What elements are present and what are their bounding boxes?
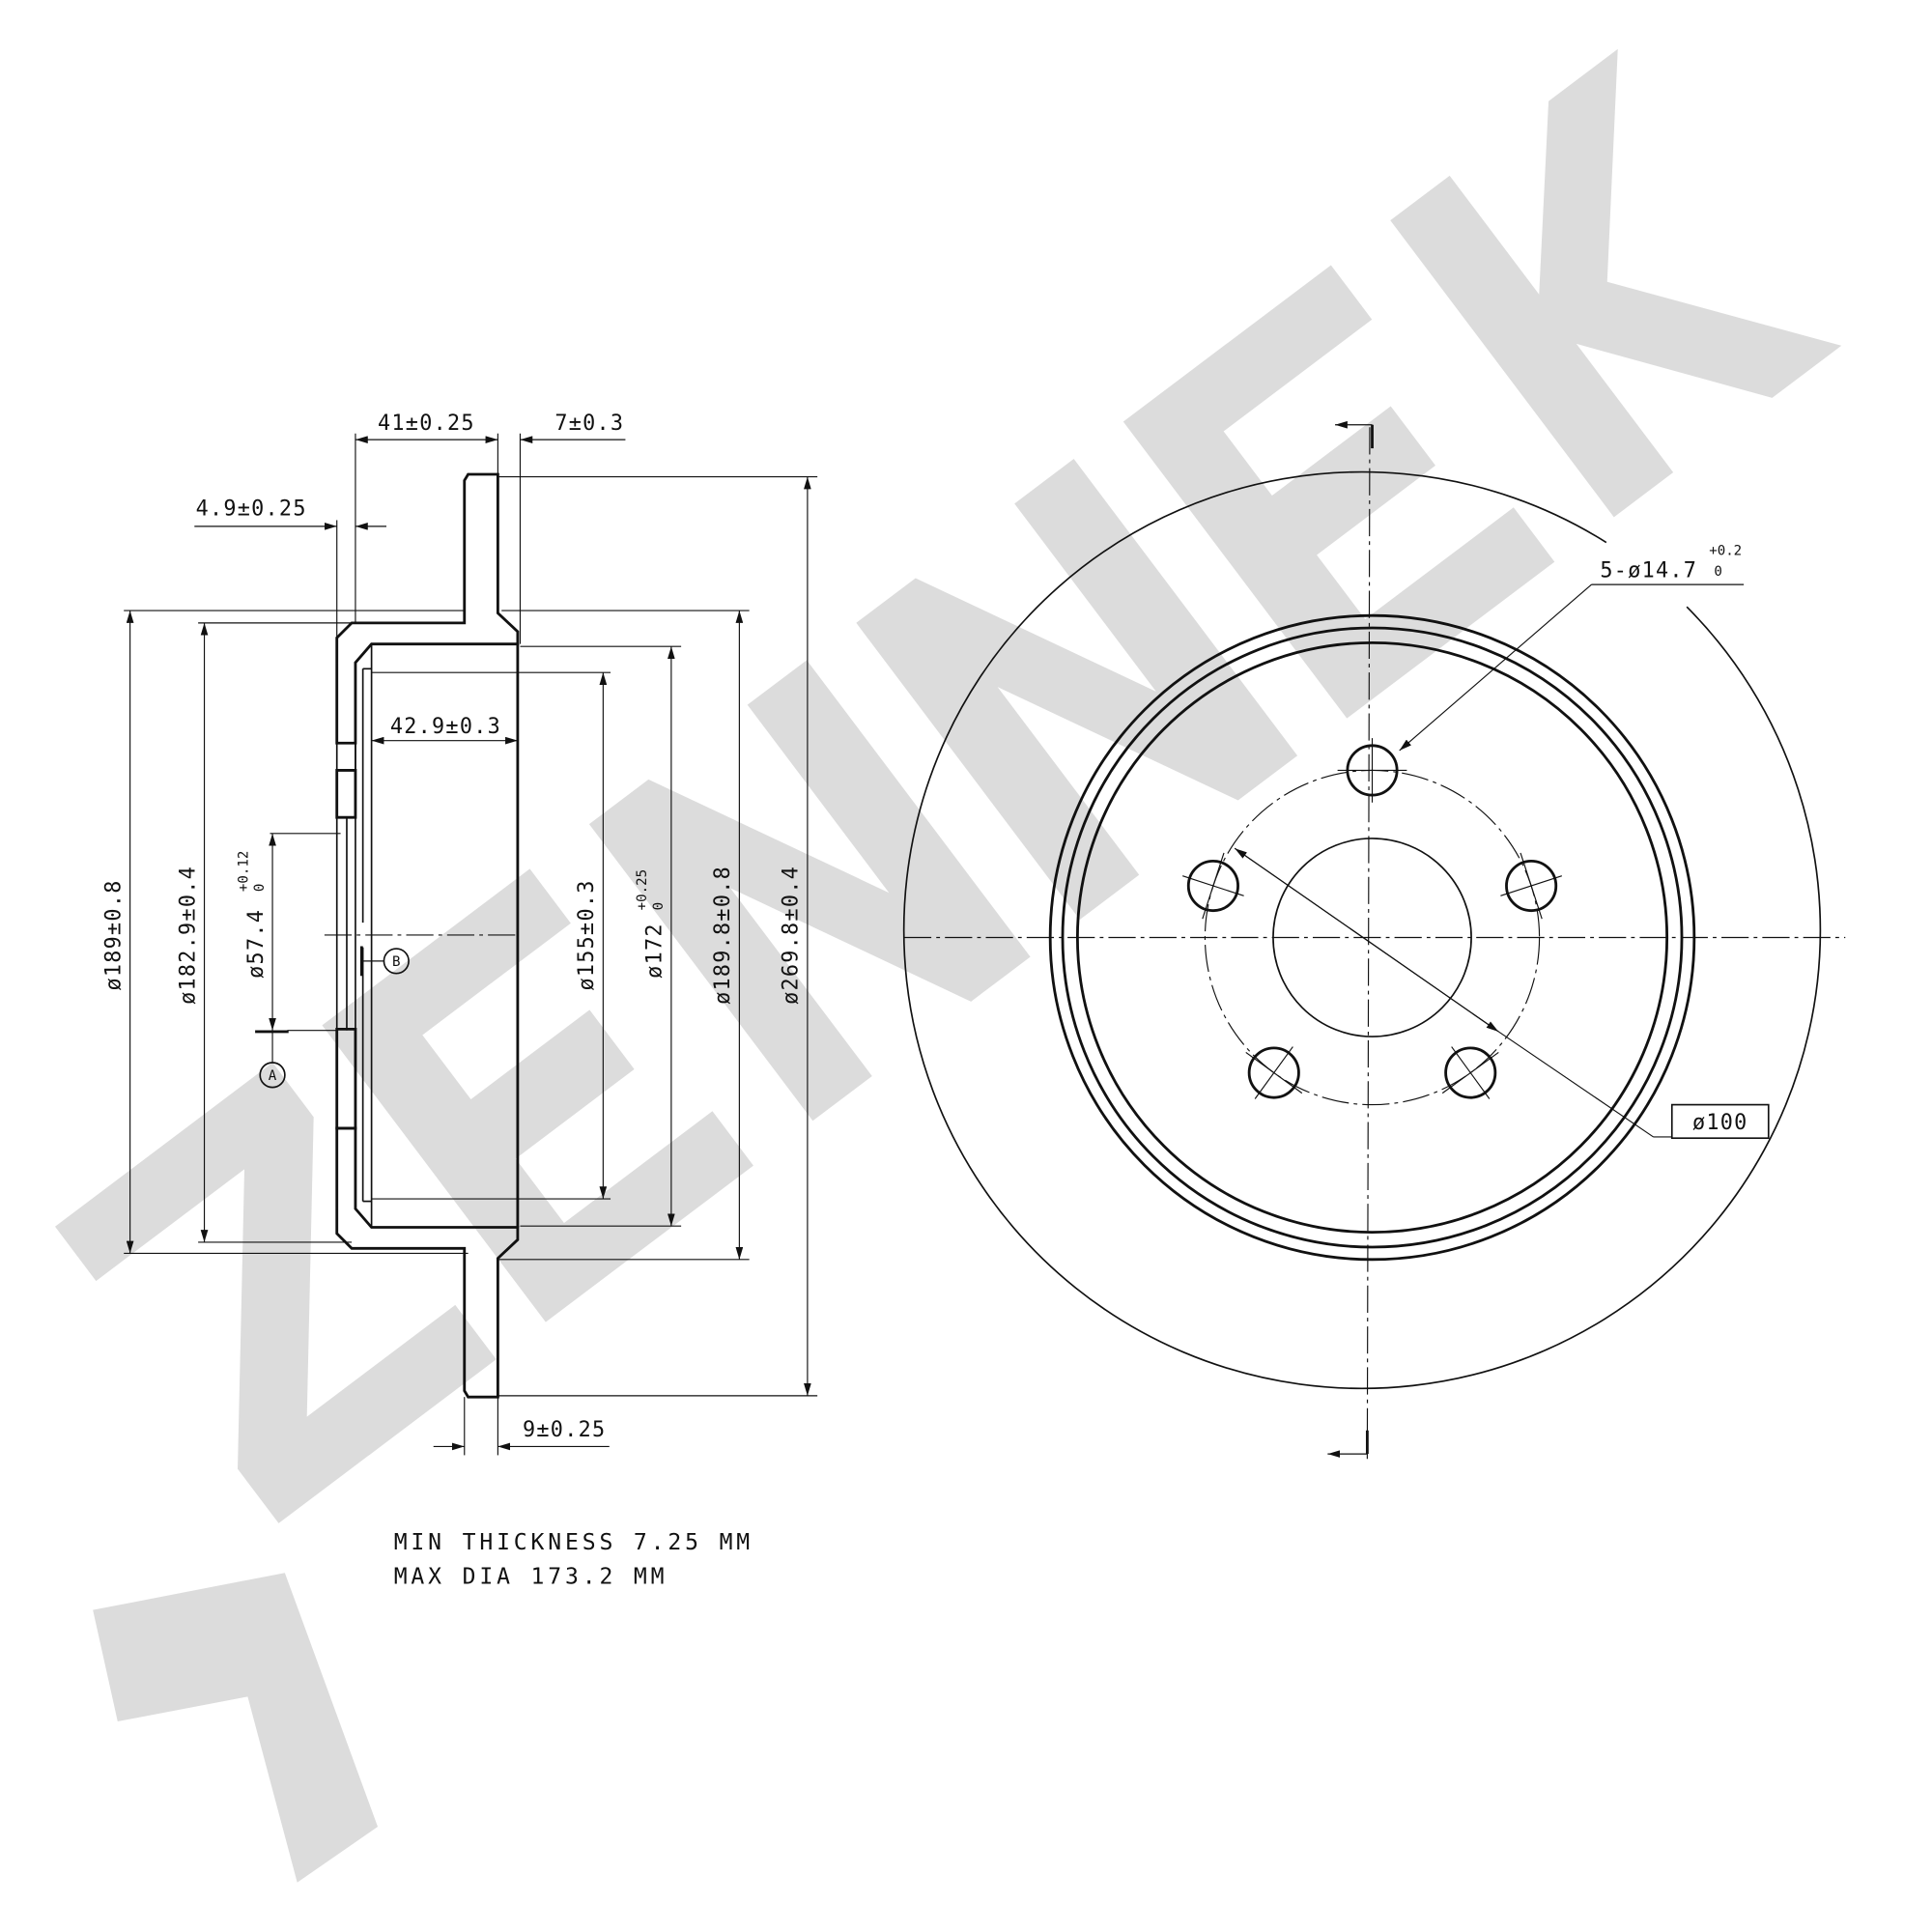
dim-9: 9±0.25 xyxy=(523,1418,606,1442)
bolt-holes xyxy=(1182,738,1562,1099)
watermark-letter-z xyxy=(54,1063,497,1523)
dim-4-9: 4.9±0.25 xyxy=(196,497,307,521)
watermark-chevron xyxy=(93,1573,379,1883)
datum-b: B xyxy=(359,946,410,977)
watermark-letter-n xyxy=(856,459,1298,920)
dim-189: ø189±0.8 xyxy=(101,879,126,990)
dim-189-8: ø189.8±0.8 xyxy=(711,866,735,1005)
datum-b-label: B xyxy=(392,954,401,970)
bolt-hole-radial-mark xyxy=(1500,875,1562,896)
bolt-hole xyxy=(1186,859,1239,913)
dim-57-4-tol-lower: 0 xyxy=(252,884,268,893)
section-marker-bottom xyxy=(1327,1430,1369,1458)
holes-tol-upper: +0.2 xyxy=(1709,543,1742,558)
dim-42-9: 42.9±0.3 xyxy=(390,715,501,739)
bolt-hole-radial-mark xyxy=(1182,875,1244,896)
dim-269-8: ø269.8±0.4 xyxy=(780,866,804,1005)
dim-182-9: ø182.9±0.4 xyxy=(176,866,200,1005)
watermark-letter-k xyxy=(1390,48,1842,518)
pcd-box xyxy=(1670,1103,1770,1140)
holes-callout: 5-ø14.7 +0.2 0 xyxy=(1399,543,1745,752)
section-view: 41±0.25 7±0.3 4.9±0.25 42.9±0.3 9±0.25 ø… xyxy=(101,412,818,1456)
dim-155: ø155±0.3 xyxy=(575,879,599,990)
watermark-letter-e xyxy=(1122,265,1555,719)
datum-a-label: A xyxy=(269,1068,277,1084)
vertical-centerline xyxy=(1366,427,1371,1460)
pcd-label: ø100 xyxy=(1692,1111,1748,1135)
dim-57-4-tol-upper: +0.12 xyxy=(236,851,251,892)
outer-disc-edge xyxy=(902,470,1822,1390)
watermark-letters xyxy=(54,48,1842,1523)
watermark-letter-e xyxy=(322,868,753,1322)
dim-172-tol-upper: +0.25 xyxy=(635,869,650,910)
bolt-hole xyxy=(1444,1046,1497,1099)
watermark-logo xyxy=(54,48,1842,1883)
dim-57-4: ø57.4 xyxy=(244,909,269,979)
holes-tol-lower: 0 xyxy=(1714,564,1722,580)
dim-172-tol-lower: 0 xyxy=(651,902,667,911)
dim-41: 41±0.25 xyxy=(378,412,475,436)
note-max-dia: MAX DIA 173.2 MM xyxy=(394,1565,668,1590)
note-min-thickness: MIN THICKNESS 7.25 MM xyxy=(394,1530,753,1555)
pcd-callout: ø100 xyxy=(1234,847,1770,1140)
bolt-hole xyxy=(1247,1046,1300,1099)
section-marker-top xyxy=(1335,420,1374,449)
bolt-hole-radial-mark xyxy=(1254,1046,1293,1099)
datum-a: A xyxy=(255,1030,289,1089)
dim-7: 7±0.3 xyxy=(554,412,624,436)
bolt-hole xyxy=(1505,859,1558,913)
bolt-hole-radial-mark xyxy=(1451,1046,1491,1099)
front-view: 5-ø14.7 +0.2 0 ø100 xyxy=(902,420,1846,1460)
dim-172: ø172 xyxy=(643,923,668,979)
holes-label: 5-ø14.7 xyxy=(1600,558,1697,582)
